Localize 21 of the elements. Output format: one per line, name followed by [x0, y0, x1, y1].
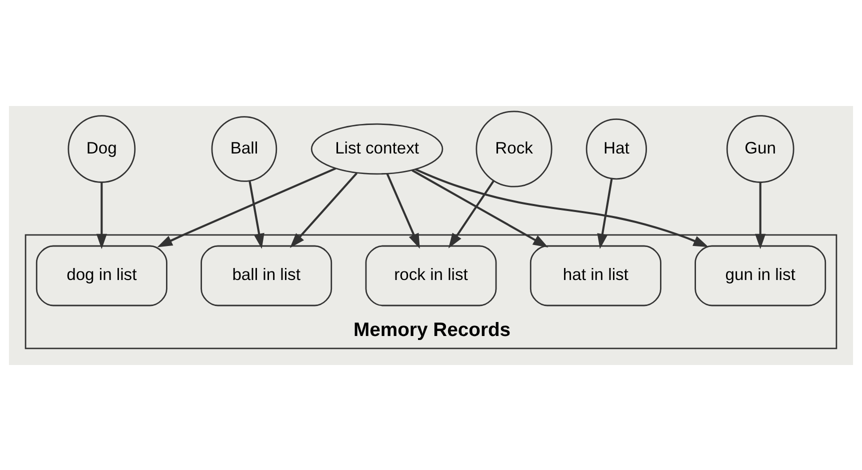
arrow [290, 172, 358, 248]
node-box: hat in list [530, 244, 662, 306]
node-circle: Ball [211, 116, 278, 182]
node-box: rock in list [365, 244, 497, 306]
node-circle: Hat [586, 118, 647, 180]
arrow [415, 168, 709, 247]
node-box: dog in list [36, 244, 168, 306]
arrow [755, 182, 766, 249]
arrow [386, 172, 420, 248]
node-ellipse: List context [310, 122, 444, 174]
arrow [248, 180, 264, 248]
arrow [157, 166, 336, 247]
node-box: ball in list [200, 244, 332, 306]
arrow [448, 180, 494, 248]
node-circle: Dog [68, 114, 136, 182]
arrow [96, 182, 107, 249]
arrow [597, 178, 613, 249]
node-circle: Rock [476, 110, 552, 187]
node-circle: Gun [726, 114, 794, 182]
node-box: gun in list [694, 244, 826, 306]
arrow [412, 168, 548, 247]
